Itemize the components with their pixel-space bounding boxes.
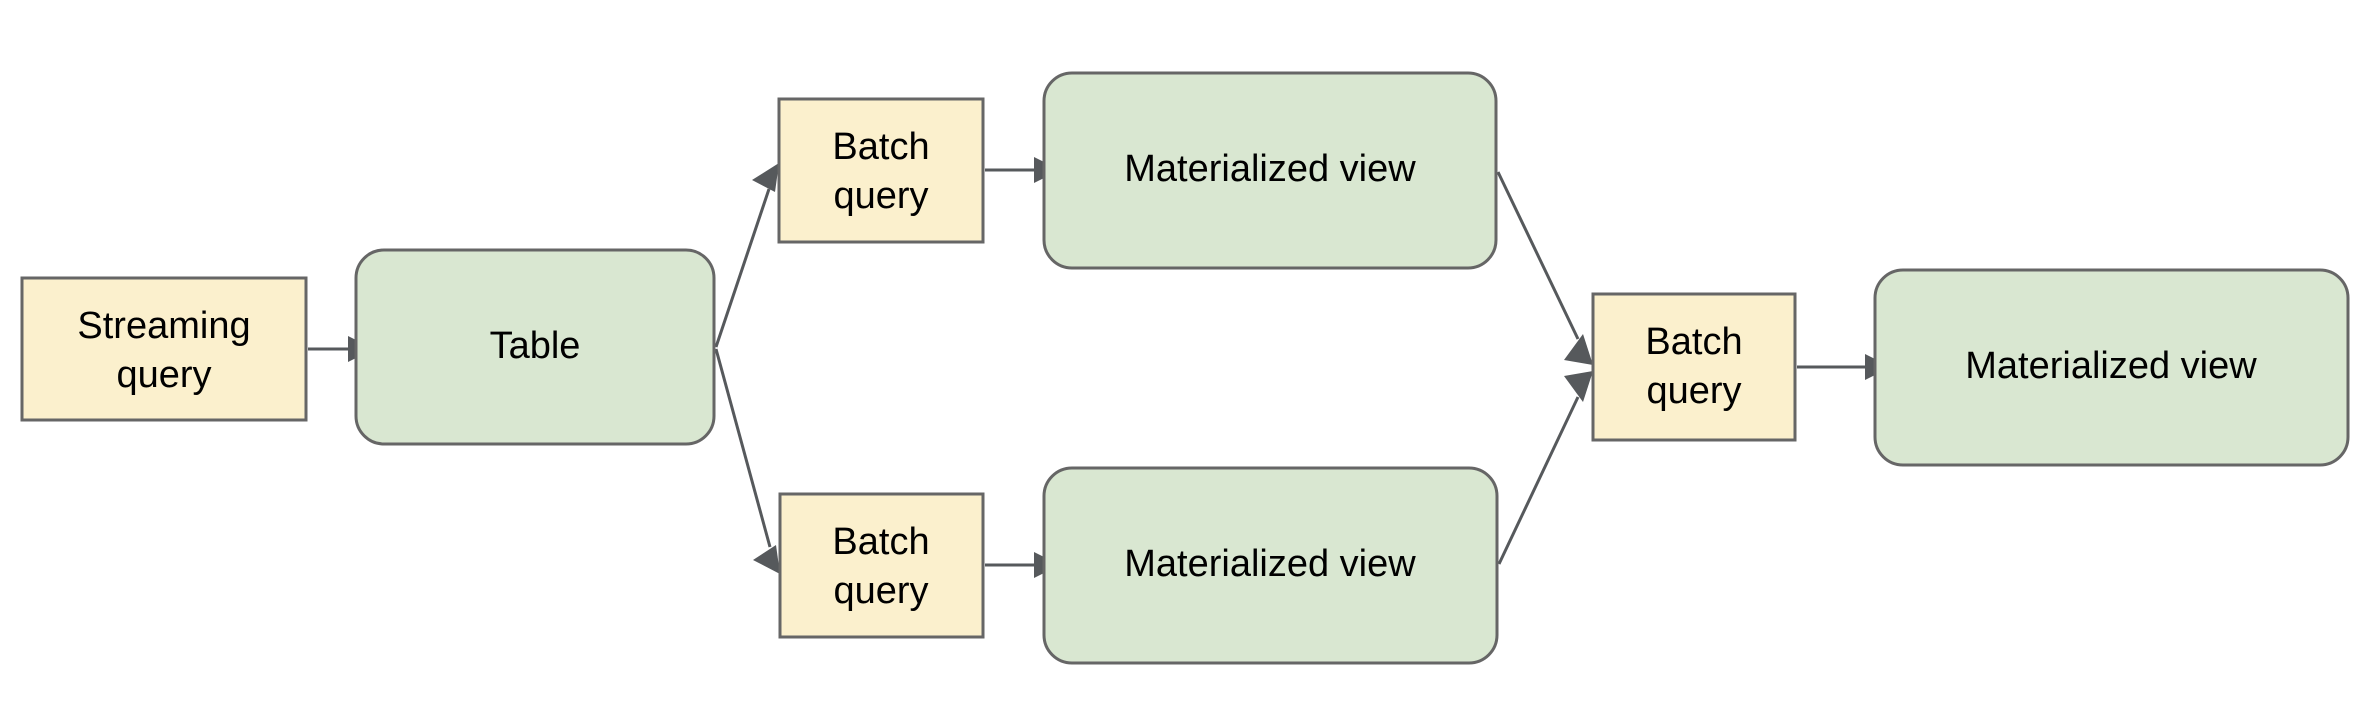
node-batch-query-join-label-line2: query xyxy=(1646,370,1741,412)
node-materialized-view-bottom[interactable]: Materialized view xyxy=(1042,466,1499,665)
node-batch-query-bottom-label-line2: query xyxy=(833,570,928,612)
node-layer: Streaming query Table Batch query Materi… xyxy=(20,71,2350,665)
arrowhead-materialized-view-top-to-batch-query-join xyxy=(1564,334,1593,365)
arrowhead-materialized-view-bottom-to-batch-query-join xyxy=(1564,371,1593,402)
node-batch-query-join[interactable]: Batch query xyxy=(1591,292,1797,442)
node-streaming-query-label-line1: Streaming xyxy=(77,305,250,347)
node-streaming-query-label-line2: query xyxy=(116,354,211,396)
node-materialized-view-top[interactable]: Materialized view xyxy=(1042,71,1498,270)
node-table-shape[interactable] xyxy=(354,248,716,446)
node-materialized-view-bottom-label: Materialized view xyxy=(1124,543,1416,585)
node-batch-query-top-shape[interactable] xyxy=(777,97,985,244)
node-batch-query-join-label-line1: Batch xyxy=(1645,321,1742,363)
node-batch-query-bottom[interactable]: Batch query xyxy=(778,492,985,639)
node-batch-query-top-label-line1: Batch xyxy=(832,126,929,168)
edge-materialized-view-bottom-to-batch-query-join xyxy=(1497,396,1580,565)
node-materialized-view-final[interactable]: Materialized view xyxy=(1873,268,2350,467)
edge-materialized-view-top-to-batch-query-join xyxy=(1496,171,1580,340)
node-materialized-view-top-label: Materialized view xyxy=(1124,148,1416,190)
node-batch-query-bottom-shape[interactable] xyxy=(778,492,985,639)
node-materialized-view-top-shape[interactable] xyxy=(1042,71,1498,270)
edge-layer xyxy=(308,157,1891,578)
node-batch-query-bottom-label-line1: Batch xyxy=(832,521,929,563)
node-table-label: Table xyxy=(490,325,581,367)
node-streaming-query[interactable]: Streaming query xyxy=(20,276,308,422)
node-materialized-view-bottom-shape[interactable] xyxy=(1042,466,1499,665)
edge-table-to-batch-query-top xyxy=(714,188,771,348)
node-materialized-view-final-shape[interactable] xyxy=(1873,268,2350,467)
node-batch-query-join-shape[interactable] xyxy=(1591,292,1797,442)
node-table[interactable]: Table xyxy=(354,248,716,446)
node-materialized-view-final-label: Materialized view xyxy=(1965,345,2257,387)
edge-table-to-batch-query-bottom xyxy=(714,348,772,548)
arrowhead-table-to-batch-query-top xyxy=(752,163,779,192)
node-streaming-query-shape[interactable] xyxy=(20,276,308,422)
node-batch-query-top[interactable]: Batch query xyxy=(777,97,985,244)
node-batch-query-top-label-line2: query xyxy=(833,175,928,217)
arrowhead-table-to-batch-query-bottom xyxy=(753,545,780,574)
